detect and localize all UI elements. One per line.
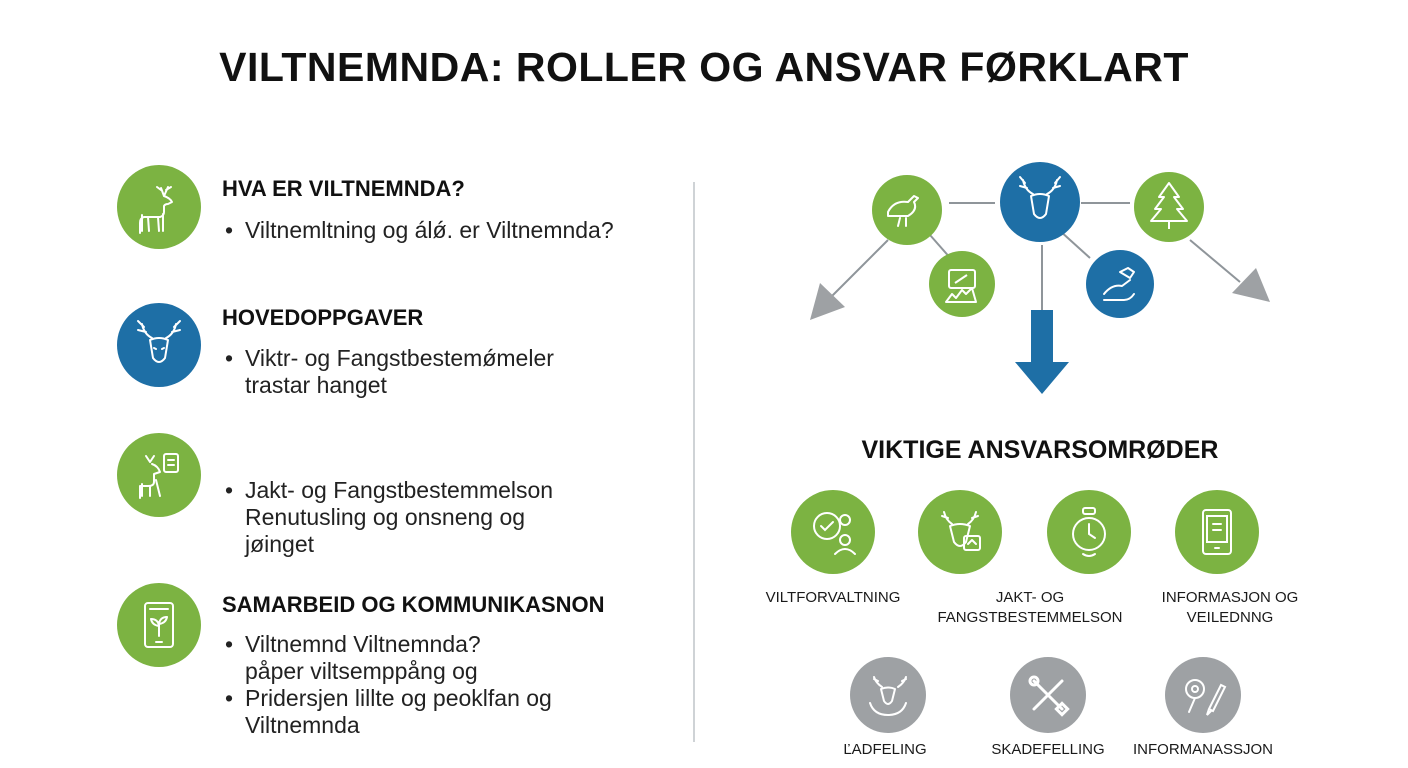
- resp-3-label-line1: INFORMASJON OG: [1161, 589, 1299, 606]
- bullet-dot: •: [225, 631, 234, 657]
- tree-icon: [1150, 182, 1188, 229]
- stopwatch-icon: [1072, 507, 1106, 557]
- deer-cycle-icon: [869, 676, 907, 716]
- section-4-heading: SAMARBEID OG KOMMUNIKASNON: [222, 592, 605, 617]
- section-4-bullet-text: Viltnemnd Viltnemnda?: [245, 631, 481, 657]
- section-3-bullets: • Jakt- og Fangstbestemmelson Renutusling…: [225, 477, 554, 558]
- connector: [1189, 239, 1241, 283]
- pin-pen-icon: [1185, 679, 1227, 716]
- section-4-circle: [117, 583, 201, 667]
- section-1-bullet-1: • Viltnemltning og álǿ. er Viltnemnda?: [225, 217, 614, 244]
- section-2-bullets: • Viktr- og Fangstbestemǿmeler trastar ha…: [225, 345, 554, 399]
- section-1-circle: [117, 165, 201, 249]
- section-2-bullet-text: Viktr- og Fangstbestemǿmeler: [245, 345, 554, 371]
- flow-node-document: [929, 251, 995, 317]
- deer-document-icon: [941, 511, 981, 551]
- resp-6-label: SKADEFELLING: [991, 741, 1105, 758]
- search-person-icon: [813, 512, 856, 555]
- resp-5-label: ĽADFELING: [843, 741, 927, 758]
- deer-head-icon: [1019, 176, 1061, 219]
- deer-head-icon: [137, 320, 181, 363]
- section-3-bullet-text: Jakt- og Fangstbestemmelson: [245, 477, 554, 503]
- bullet-dot: •: [225, 685, 234, 711]
- section-3-bullet-text: jøinget: [245, 531, 315, 557]
- deer-icon: [139, 186, 173, 234]
- resp-4-circle: [1175, 490, 1259, 574]
- flow-node-hand: [1086, 250, 1154, 318]
- arrow-head-left: [810, 283, 845, 320]
- bullet-dot: •: [225, 217, 234, 243]
- phone-info-icon: [1202, 509, 1232, 555]
- hand-bird-icon: [1103, 267, 1135, 301]
- flow-node-deer: [1000, 162, 1080, 242]
- resp-2-label: JAKT- OG FANGSTBESTEMMELSON: [937, 589, 1123, 626]
- resp-3-label-line2: VEILEDNNG: [1186, 609, 1274, 626]
- flow-node-tree: [1134, 172, 1204, 242]
- resp-3-circle: [1047, 490, 1131, 574]
- section-1-bullet-text: Viltnemltning og álǿ. er Viltnemnda?: [245, 217, 614, 243]
- resp-1-label: VILTFORVALTNING: [765, 589, 901, 606]
- bird-icon: [887, 195, 919, 227]
- section-4-bullet-text: Viltnemnda: [245, 712, 360, 738]
- responsibilities-heading: VIKTIGE ANSVARSOMRØDER: [861, 436, 1219, 464]
- resp-7-label: INFORMANASSJON: [1132, 741, 1273, 758]
- bullet-dot: •: [225, 477, 234, 503]
- resp-7-circle: [1165, 657, 1241, 733]
- deer-document-icon: [139, 453, 179, 499]
- section-3-circle: [117, 433, 201, 517]
- column-divider: [693, 182, 695, 742]
- section-4-bullet-text: påper viltsemppång og: [245, 658, 478, 684]
- section-2-bullet-text: trastar hanget: [245, 372, 387, 398]
- section-2-circle: [117, 303, 201, 387]
- document-chart-icon: [945, 269, 977, 303]
- connector: [829, 239, 889, 299]
- arrow-head-right: [1232, 268, 1270, 302]
- section-2-heading: HOVEDOPPGAVER: [222, 305, 424, 330]
- arrow-down-head: [1015, 362, 1069, 394]
- section-1-heading: HVA ER VILTNEMNDA?: [222, 176, 465, 201]
- bullet-dot: •: [225, 345, 234, 371]
- connector: [1058, 229, 1091, 259]
- page-title: VILTNEMNDA: ROLLER OG ANSVAR FØRKLART: [219, 44, 1189, 90]
- resp-2-circle: [918, 490, 1002, 574]
- section-4-bullet-text: Pridersjen lillte og peoklfan og: [245, 685, 552, 711]
- flow-diagram: [810, 162, 1270, 394]
- resp-6-circle: [1010, 657, 1086, 733]
- tablet-plant-icon: [144, 602, 174, 648]
- resp-1-circle: [791, 490, 875, 574]
- flow-node-bird: [872, 175, 942, 245]
- tools-icon: [1028, 675, 1070, 717]
- resp-3-label: INFORMASJON OG VEILEDNNG: [1150, 588, 1310, 628]
- resp-5-circle: [850, 657, 926, 733]
- arrow-down-stem: [1031, 310, 1053, 365]
- section-3-bullet-text: Renutusling og onsneng og: [245, 504, 526, 530]
- section-4-bullets: • Viltnemnd Viltnemnda? påper viltsemppån…: [225, 631, 552, 739]
